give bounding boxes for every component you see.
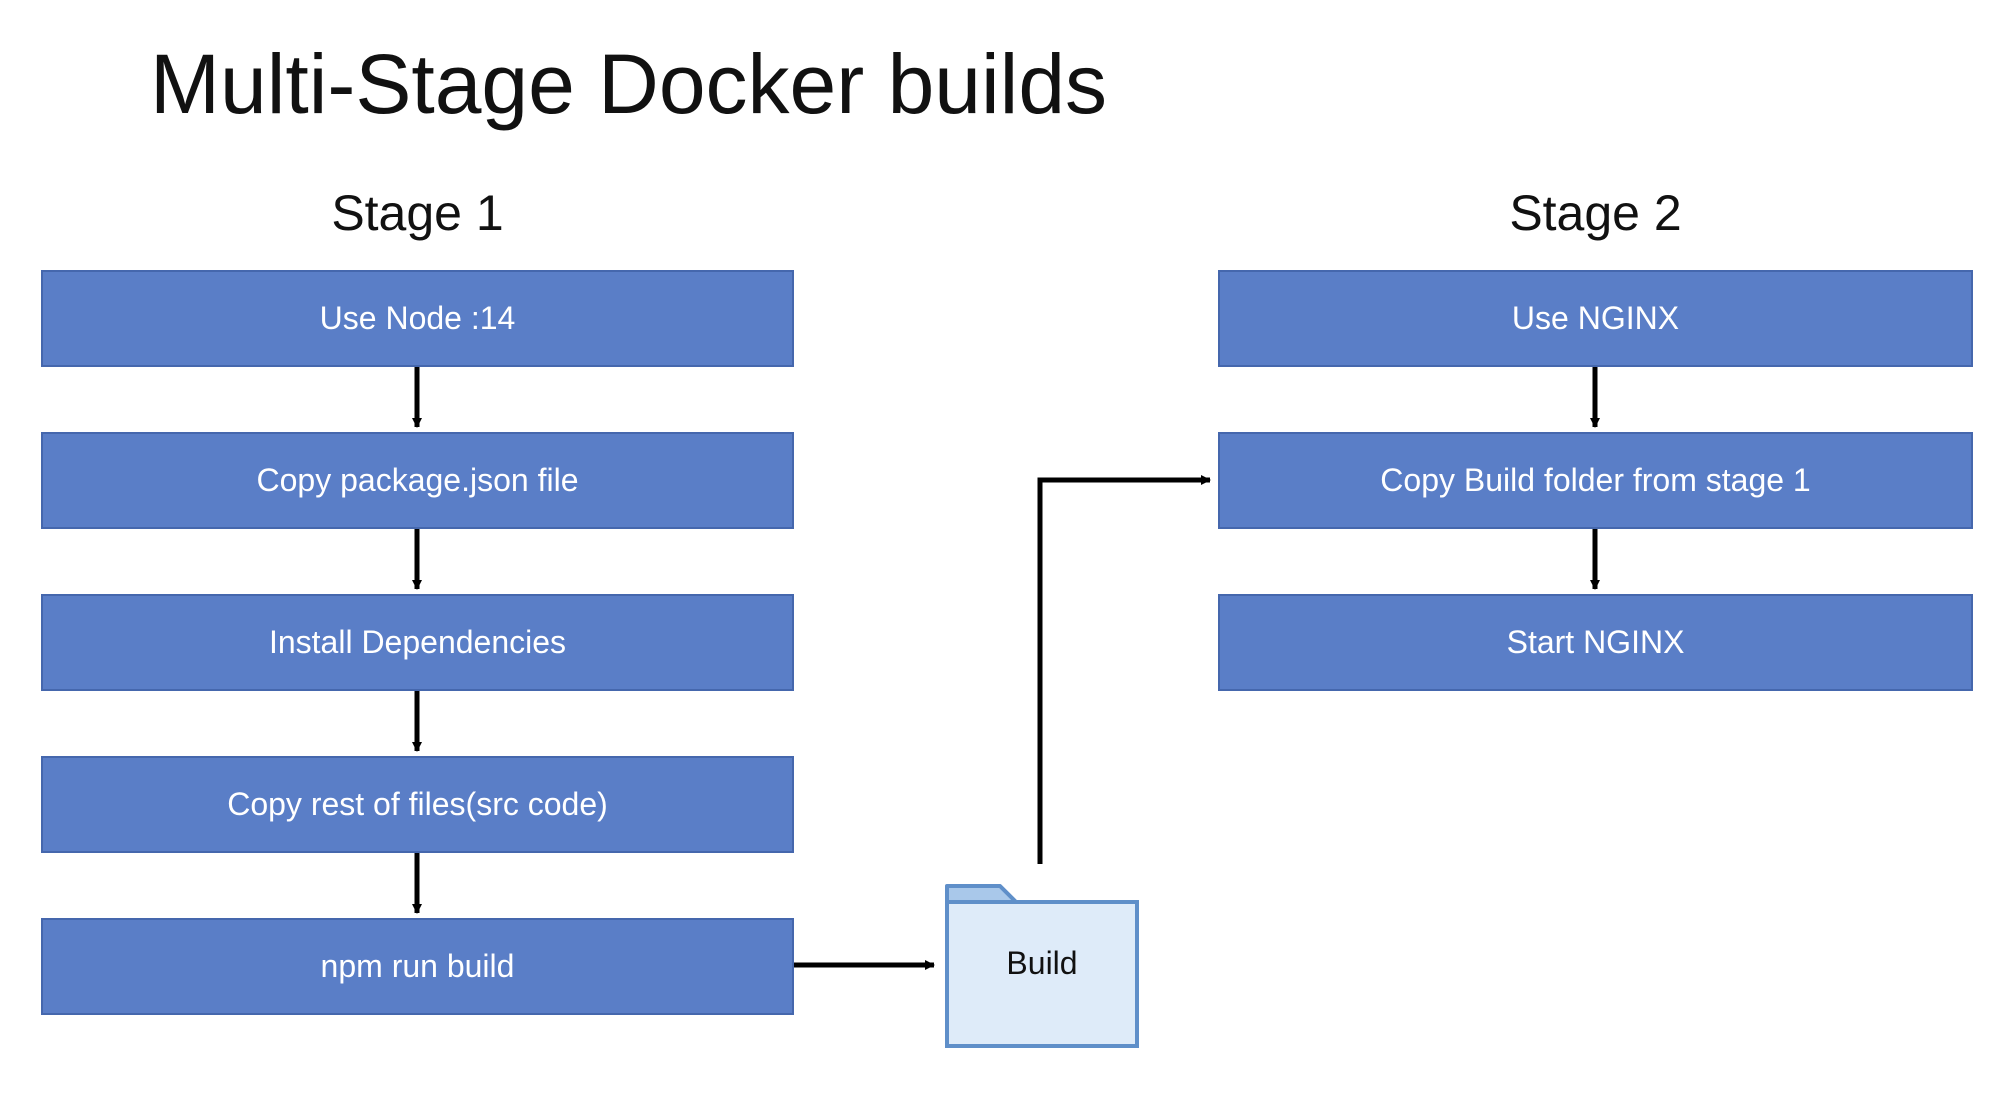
stage2-step-copy-build-folder: Copy Build folder from stage 1 xyxy=(1218,432,1973,529)
stage2-step-start-nginx: Start NGINX xyxy=(1218,594,1973,691)
stage1-step-copy-source: Copy rest of files(src code) xyxy=(41,756,794,853)
slide-title: Multi-Stage Docker builds xyxy=(150,37,1108,131)
build-folder-label: Build xyxy=(1006,945,1078,981)
folder-icon xyxy=(945,884,1139,1048)
build-to-stage2-arrow xyxy=(1037,475,1211,864)
stage1-step-use-node: Use Node :14 xyxy=(41,270,794,367)
stage2-title: Stage 2 xyxy=(1509,185,1682,241)
stage1-step-install-dependencies: Install Dependencies xyxy=(41,594,794,691)
stage1-step-npm-run-build: npm run build xyxy=(41,918,794,1015)
stage1-title: Stage 1 xyxy=(331,185,504,241)
stage1-step-copy-package-json: Copy package.json file xyxy=(41,432,794,529)
stage2-step-use-nginx: Use NGINX xyxy=(1218,270,1973,367)
